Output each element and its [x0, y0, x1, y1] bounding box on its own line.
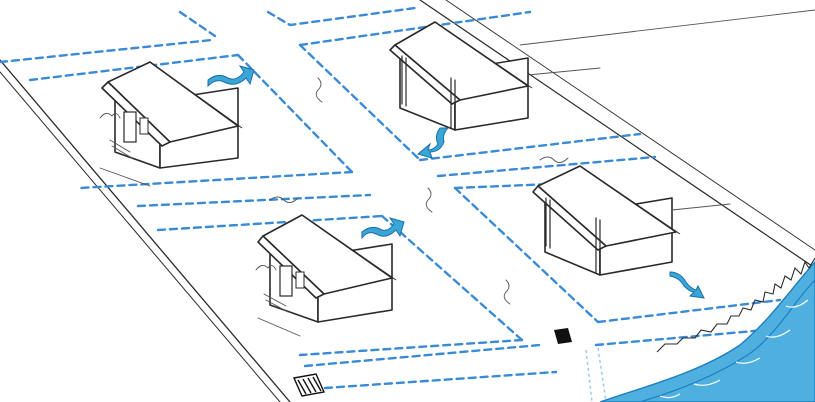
lot-lines	[0, 6, 782, 390]
runoff-flow-marks	[269, 77, 569, 305]
wavy-arrow-icon	[669, 271, 705, 299]
storm-drain-grate-icon	[292, 373, 326, 397]
runoff-arrows	[207, 65, 705, 299]
house-icon	[389, 21, 533, 131]
house-icon	[532, 165, 681, 276]
wavy-arrow-icon	[361, 217, 405, 240]
wavy-arrow-icon	[207, 65, 255, 88]
house-icon	[255, 214, 397, 323]
drain-inlet-icon	[554, 328, 607, 402]
wavy-arrow-icon	[416, 127, 450, 159]
stream	[599, 257, 815, 402]
yard-lines	[99, 67, 731, 337]
house-icon	[99, 61, 243, 169]
